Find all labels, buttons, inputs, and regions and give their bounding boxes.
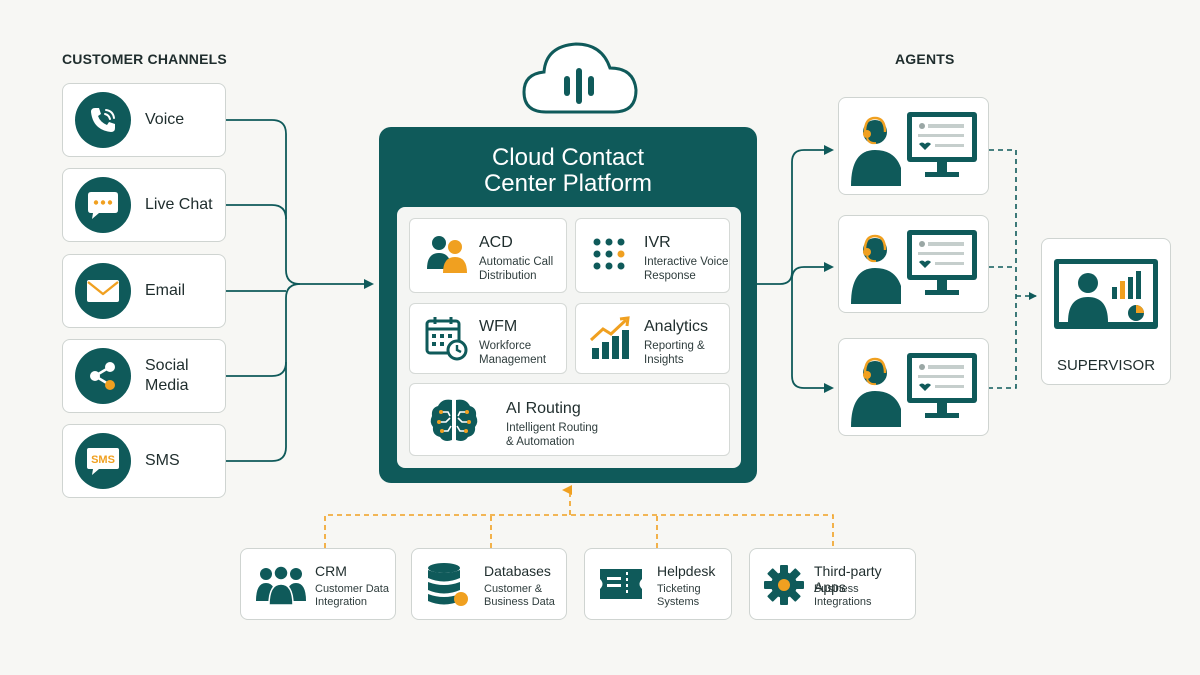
integration-title: Databases [484, 563, 551, 579]
cloud-voice-icon [522, 42, 638, 114]
email-icon [75, 263, 131, 319]
channel-connectors [226, 119, 374, 462]
share-icon [75, 348, 131, 404]
module-subtitle: Reporting & Insights [644, 340, 705, 366]
module-title: WFM [479, 318, 518, 335]
integration-connectors [324, 485, 834, 548]
channel-email[interactable]: Email [62, 254, 226, 328]
brain-icon [430, 399, 478, 441]
module-analytics[interactable]: Analytics Reporting & Insights [575, 303, 730, 374]
integration-title: Third-party Apps [814, 563, 882, 595]
agent-card-3[interactable] [838, 338, 989, 436]
channel-voice[interactable]: Voice [62, 83, 226, 157]
bar-chart-icon [589, 316, 630, 359]
people-group-icon [256, 565, 306, 605]
channel-label: Voice [145, 111, 185, 128]
agent-headset-icon [851, 230, 977, 304]
integration-subtitle: Customer Data Integration [315, 583, 389, 608]
channel-label: Email [145, 282, 186, 299]
keypad-icon [593, 238, 625, 270]
sms-icon: SMS [75, 433, 131, 489]
channel-sms[interactable]: SMS SMS [62, 424, 226, 498]
supervisor-label: SUPERVISOR [1056, 357, 1156, 374]
module-ai-routing[interactable]: AI Routing Intelligent Routing & Automat… [409, 383, 730, 456]
supervisor-connectors [989, 149, 1037, 389]
channel-label: Live Chat [145, 196, 213, 213]
integration-crm[interactable]: CRM Customer Data Integration [240, 548, 396, 620]
module-title: AI Routing [506, 400, 581, 417]
customer-channels-heading: CUSTOMER CHANNELS [62, 51, 227, 67]
agent-connectors [757, 145, 834, 393]
supervisor-dashboard-icon [1054, 259, 1158, 329]
module-subtitle: Interactive Voice Response [644, 256, 729, 282]
module-acd[interactable]: ACD Automatic Call Distribution [409, 218, 567, 293]
module-subtitle: Workforce Management [479, 340, 547, 366]
module-subtitle: Intelligent Routing & Automation [506, 422, 599, 448]
gear-icon [764, 565, 804, 605]
integration-subtitle: Ticketing Systems [657, 583, 701, 608]
channel-label: SMS [145, 452, 180, 469]
agents-heading: AGENTS [895, 51, 955, 67]
channel-live-chat[interactable]: Live Chat [62, 168, 226, 242]
channel-label: Social Media [145, 357, 189, 394]
supervisor-card[interactable]: SUPERVISOR [1041, 238, 1171, 385]
channel-social-media[interactable]: Social Media [62, 339, 226, 413]
agent-headset-icon [851, 112, 977, 186]
integration-subtitle: Business Integrations [814, 583, 872, 608]
integration-databases[interactable]: Databases Customer & Business Data [411, 548, 567, 620]
integration-third-party-apps[interactable]: Third-party Apps Business Integrations [749, 548, 916, 620]
module-title: ACD [479, 234, 513, 251]
integration-subtitle: Customer & Business Data [484, 583, 555, 608]
agent-card-1[interactable] [838, 97, 989, 195]
sms-icon-text: SMS [91, 454, 115, 466]
agent-card-2[interactable] [838, 215, 989, 313]
calendar-clock-icon [425, 317, 468, 361]
phone-icon [75, 92, 131, 148]
integration-title: Helpdesk [657, 563, 716, 579]
platform-title: Cloud Contact Center Platform [483, 144, 653, 197]
module-ivr[interactable]: IVR Interactive Voice Response [575, 218, 730, 293]
module-title: Analytics [644, 318, 709, 335]
database-icon [428, 563, 468, 606]
agent-headset-icon [851, 353, 977, 427]
users-icon [427, 236, 467, 273]
integration-helpdesk[interactable]: Helpdesk Ticketing Systems [584, 548, 732, 620]
module-wfm[interactable]: WFM Workforce Management [409, 303, 567, 374]
module-title: IVR [644, 234, 671, 251]
module-subtitle: Automatic Call Distribution [479, 256, 554, 282]
ticket-icon [600, 569, 642, 599]
chat-icon [75, 177, 131, 233]
integration-title: CRM [315, 563, 347, 579]
